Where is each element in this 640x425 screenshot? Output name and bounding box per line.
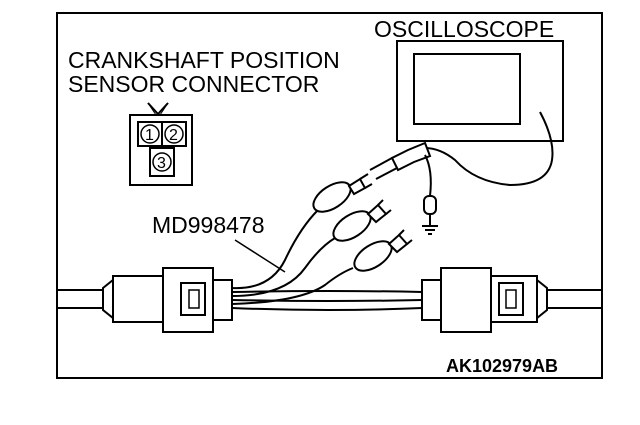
ground-lead xyxy=(424,154,432,197)
test-clip-2 xyxy=(332,199,392,242)
pin-label-3: 3 xyxy=(157,155,166,172)
figure-frame xyxy=(56,12,603,379)
probe-plug xyxy=(369,141,432,180)
connector-title-line2: SENSOR CONNECTOR xyxy=(68,71,319,97)
scope-probe-cable xyxy=(424,111,554,187)
harness-cable xyxy=(56,289,603,311)
oscilloscope: OSCILLOSCOPE xyxy=(374,16,564,142)
pin-label-1: 1 xyxy=(145,127,154,144)
harness-tool-label: MD998478 xyxy=(152,212,265,238)
test-lead-wires xyxy=(231,209,354,305)
harness-tool-leader xyxy=(234,239,286,273)
test-clip-3 xyxy=(353,229,413,272)
connector-key-icon xyxy=(147,102,169,116)
oscilloscope-label: OSCILLOSCOPE xyxy=(374,16,554,42)
oscilloscope-screen xyxy=(413,53,521,125)
figure-code: AK102979AB xyxy=(446,356,558,376)
connector-title-line1: CRANKSHAFT POSITION xyxy=(68,47,340,73)
left-harness-connector xyxy=(102,267,233,333)
test-clip-1 xyxy=(312,173,373,213)
ground-clip-icon xyxy=(422,195,438,235)
right-harness-connector xyxy=(421,267,548,333)
connector-face: CRANKSHAFT POSITION SENSOR CONNECTOR 1 2… xyxy=(68,47,340,186)
pin-label-2: 2 xyxy=(169,127,178,144)
